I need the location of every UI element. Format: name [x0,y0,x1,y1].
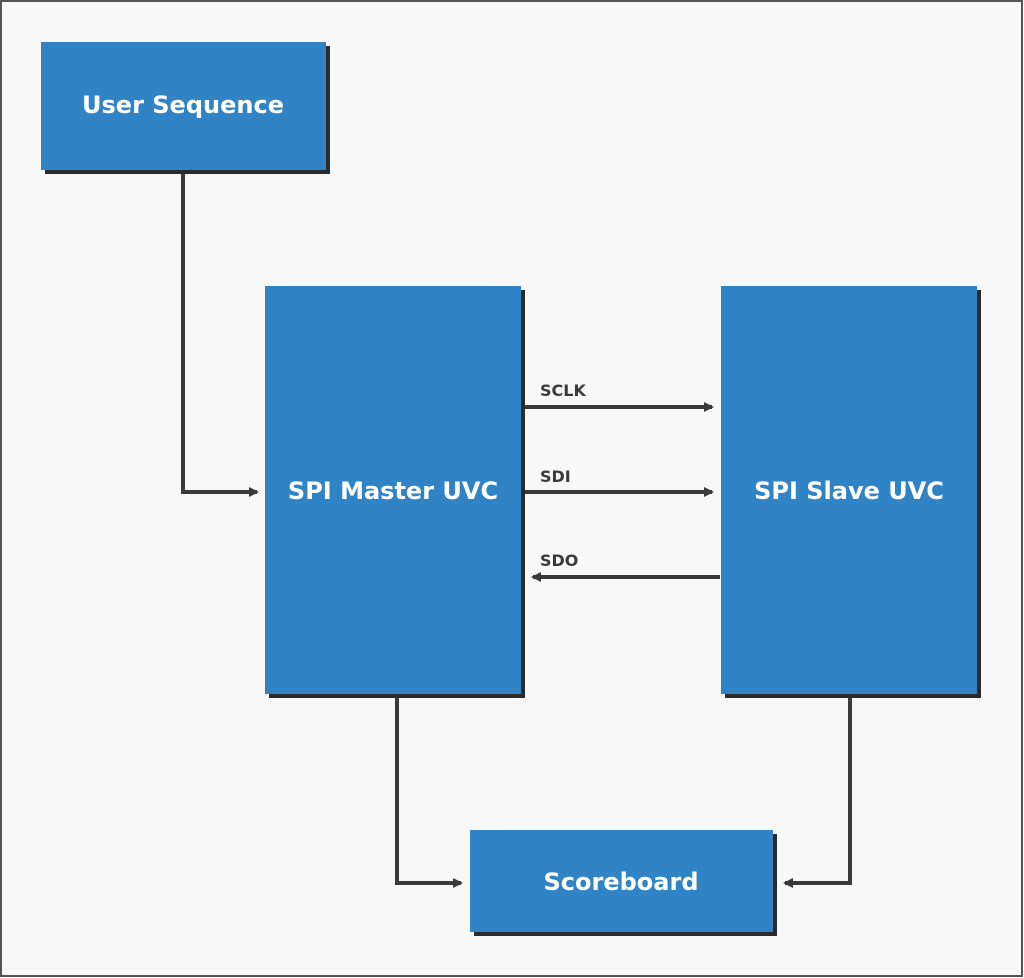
node-spi-master-box [265,286,521,694]
signal-label-sclk: SCLK [540,381,586,400]
signal-label-sdo: SDO [540,551,578,570]
signal-label-sdi: SDI [540,467,571,486]
node-spi-master-label: SPI Master UVC [288,477,498,505]
connector-master-to-scoreboard [395,697,463,888]
node-user-sequence-box [41,42,326,170]
connector-user-sequence-to-master [181,172,259,497]
node-spi-master: SPI Master UVC [265,286,525,698]
node-spi-slave: SPI Slave UVC [721,286,981,698]
connector-slave-to-scoreboard [783,697,852,888]
node-spi-slave-label: SPI Slave UVC [754,477,944,505]
connectors [181,172,852,888]
node-scoreboard-box [470,830,773,932]
node-scoreboard-label: Scoreboard [544,868,699,896]
node-user-sequence: User Sequence [41,42,330,174]
node-spi-slave-box [721,286,977,694]
node-scoreboard: Scoreboard [470,830,777,936]
node-user-sequence-label: User Sequence [82,91,284,119]
